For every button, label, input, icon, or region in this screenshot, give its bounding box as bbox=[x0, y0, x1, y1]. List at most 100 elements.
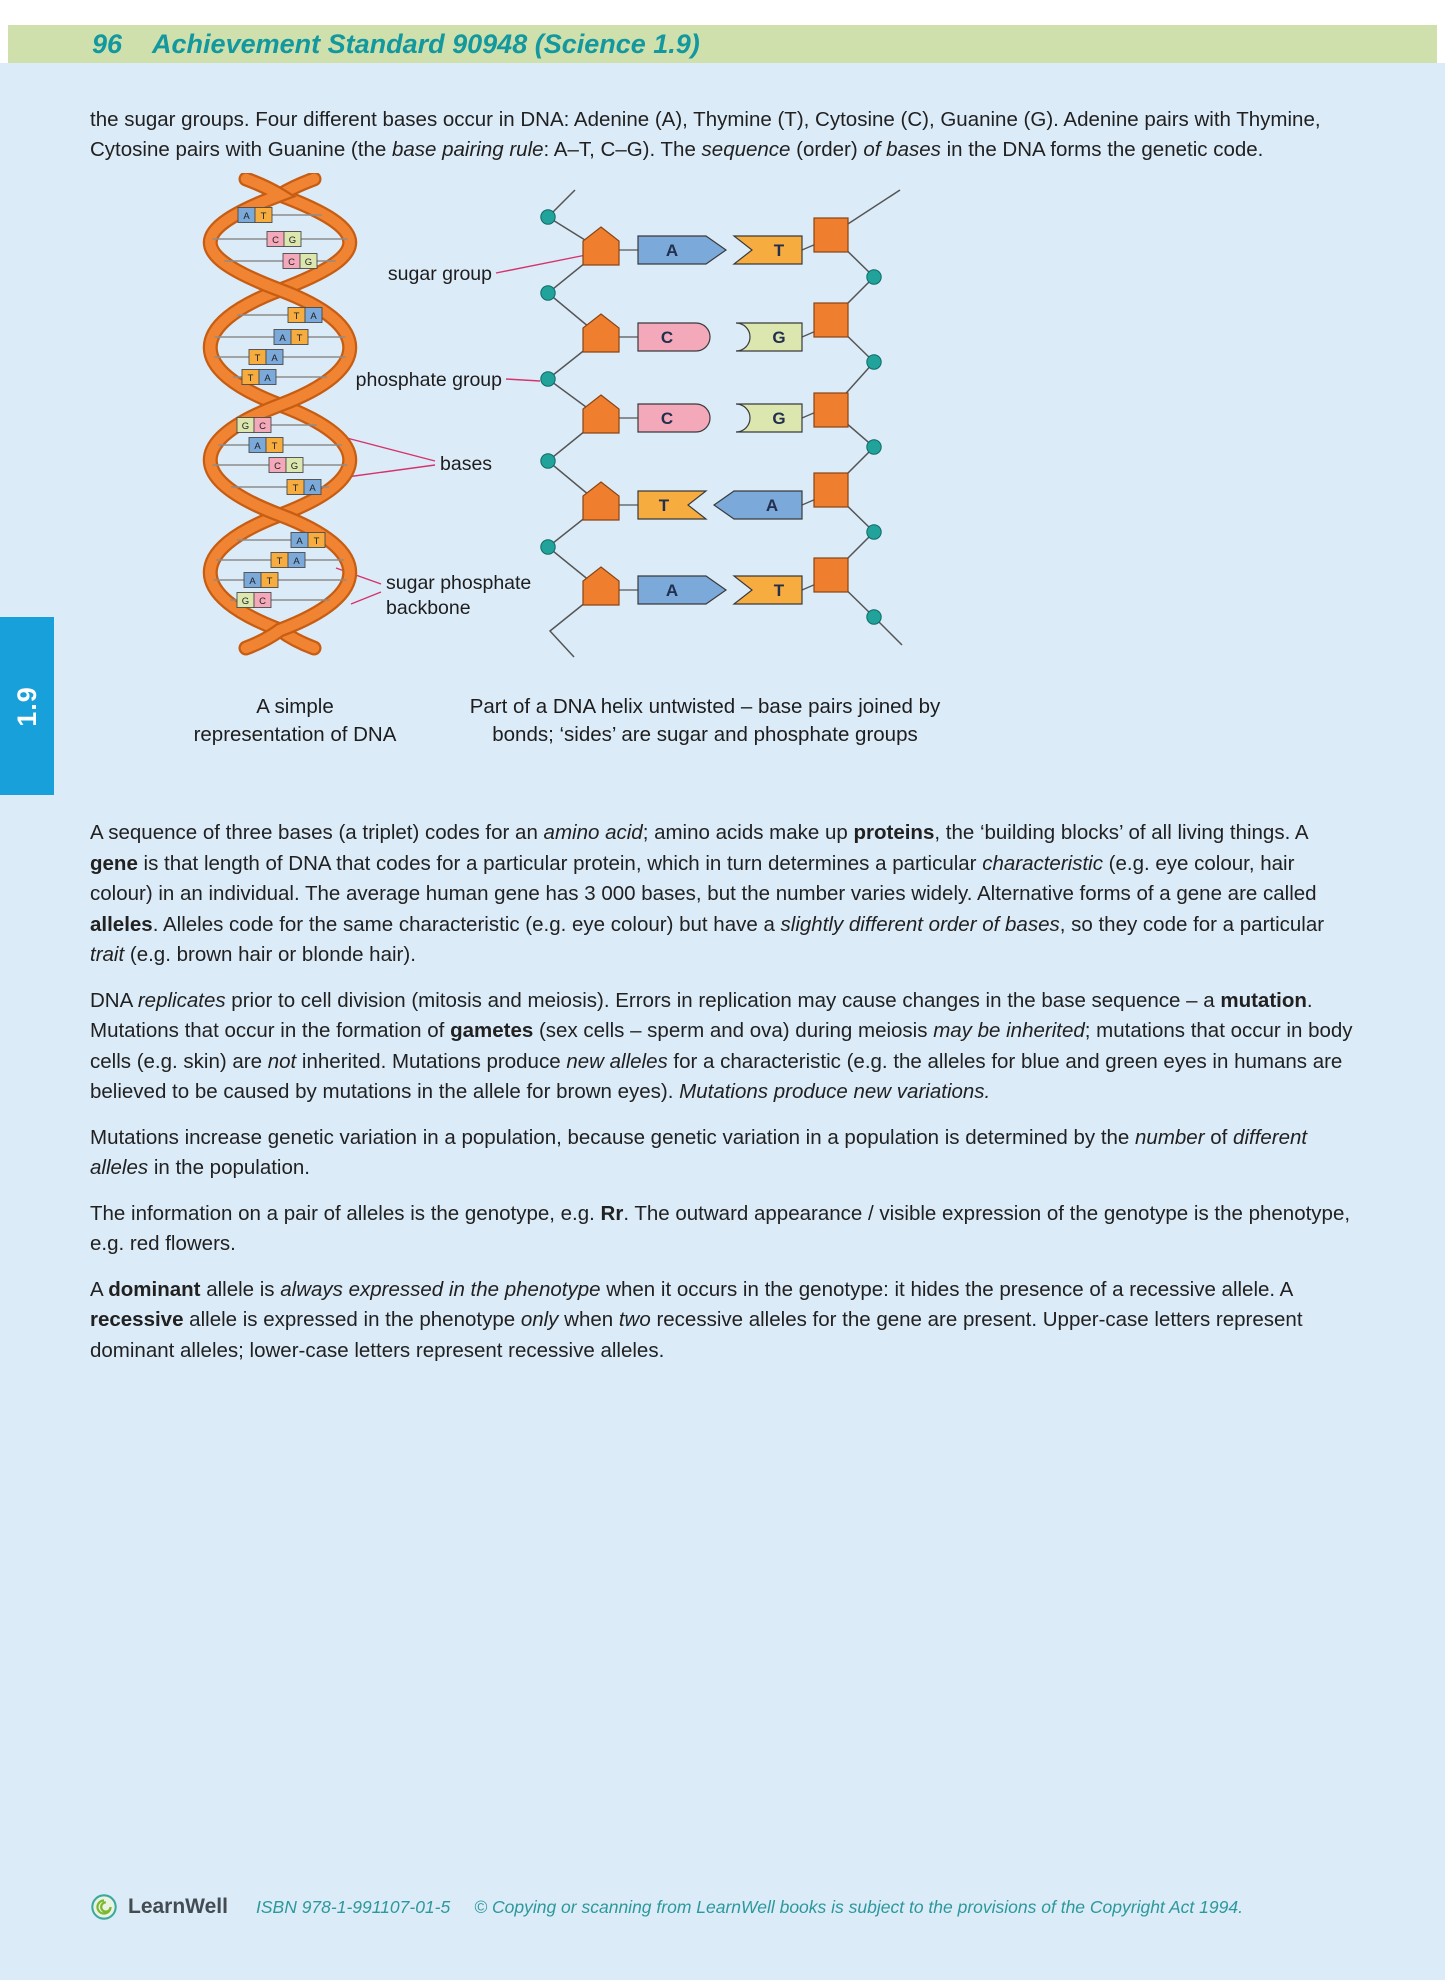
backbone-label-line1: sugar phosphate bbox=[386, 572, 531, 594]
body-paragraph: Mutations increase genetic variation in … bbox=[90, 1125, 1308, 1180]
svg-text:A: A bbox=[243, 211, 250, 222]
caption-right-line2: bonds; ‘sides’ are sugar and phosphate g… bbox=[492, 723, 918, 746]
svg-text:A: A bbox=[271, 353, 278, 364]
sugar-group-shape bbox=[582, 313, 620, 353]
phosphate-group-label: phosphate group bbox=[356, 369, 503, 391]
svg-text:T: T bbox=[248, 373, 254, 384]
body-paragraph: A dominant allele is always expressed in… bbox=[90, 1277, 1303, 1362]
phosphate-circle bbox=[866, 354, 882, 370]
bases-leader-line bbox=[342, 436, 436, 462]
sugar-group-shape bbox=[582, 566, 620, 606]
sugar-group-shape bbox=[813, 217, 849, 253]
phosphate-circle bbox=[540, 209, 556, 225]
intro-paragraph: the sugar groups. Four different bases o… bbox=[90, 107, 1321, 162]
svg-text:T: T bbox=[255, 353, 261, 364]
svg-text:A: A bbox=[279, 333, 286, 344]
sugar-group-shape bbox=[813, 302, 849, 338]
page-header-bar: 96 Achievement Standard 90948 (Science 1… bbox=[8, 25, 1437, 63]
page-footer: LearnWell ISBN 978-1-991107-01-5 © Copyi… bbox=[90, 1893, 1358, 1921]
phosphate-circle bbox=[540, 453, 556, 469]
phosphate-circle bbox=[866, 439, 882, 455]
svg-text:C: C bbox=[274, 461, 281, 472]
svg-text:A: A bbox=[296, 536, 303, 547]
svg-text:T: T bbox=[297, 333, 303, 344]
svg-text:G: G bbox=[305, 257, 312, 268]
svg-text:A: A bbox=[309, 483, 316, 494]
svg-text:T: T bbox=[774, 581, 785, 600]
svg-text:G: G bbox=[772, 409, 785, 428]
svg-text:C: C bbox=[661, 409, 673, 428]
svg-text:T: T bbox=[294, 311, 300, 322]
phosphate-circle bbox=[540, 539, 556, 555]
svg-text:T: T bbox=[774, 241, 785, 260]
diagram-caption-right: Part of a DNA helix untwisted – base pai… bbox=[455, 693, 955, 749]
isbn-text: ISBN 978-1-991107-01-5 bbox=[255, 1896, 451, 1917]
bases-label: bases bbox=[440, 453, 492, 475]
sugar-group-shape bbox=[813, 557, 849, 593]
section-tab-label: 1.9 bbox=[11, 685, 42, 727]
svg-text:C: C bbox=[661, 328, 673, 347]
svg-text:T: T bbox=[293, 483, 299, 494]
section-tab: 1.9 bbox=[0, 617, 54, 795]
svg-text:T: T bbox=[659, 496, 670, 515]
sugar-group-leader-line bbox=[495, 254, 587, 274]
svg-text:T: T bbox=[272, 441, 278, 452]
diagram-caption-left: A simple representation of DNA bbox=[160, 693, 430, 749]
body-text: A sequence of three bases (a triplet) co… bbox=[90, 818, 1358, 1381]
svg-text:T: T bbox=[261, 211, 267, 222]
svg-text:G: G bbox=[242, 596, 249, 607]
svg-text:G: G bbox=[772, 328, 785, 347]
phosphate-circle bbox=[866, 609, 882, 625]
svg-text:A: A bbox=[293, 556, 300, 567]
svg-text:C: C bbox=[259, 596, 266, 607]
bases-leader-line bbox=[346, 464, 436, 478]
sugar-group-shape bbox=[813, 472, 849, 508]
svg-text:T: T bbox=[277, 556, 283, 567]
svg-text:A: A bbox=[666, 581, 678, 600]
dna-diagram-svg: sugar group phosphate group bases sugar … bbox=[202, 171, 903, 658]
phosphate-circle bbox=[540, 371, 556, 387]
sugar-group-shape bbox=[813, 392, 849, 428]
caption-left-line2: representation of DNA bbox=[193, 723, 397, 746]
svg-text:C: C bbox=[272, 235, 279, 246]
body-paragraph: A sequence of three bases (a triplet) co… bbox=[90, 821, 1325, 966]
svg-text:A: A bbox=[254, 441, 261, 452]
svg-text:G: G bbox=[289, 235, 296, 246]
page-number: 96 bbox=[92, 28, 123, 59]
svg-text:T: T bbox=[314, 536, 320, 547]
svg-text:A: A bbox=[310, 311, 317, 322]
svg-text:A: A bbox=[264, 373, 271, 384]
brand-name: LearnWell bbox=[128, 1895, 228, 1918]
svg-text:G: G bbox=[291, 461, 298, 472]
phosphate-circle bbox=[866, 524, 882, 540]
sugar-group-shape bbox=[582, 226, 620, 266]
phosphate-circle bbox=[866, 269, 882, 285]
backbone-label-line2: backbone bbox=[386, 597, 471, 619]
page-title: Achievement Standard 90948 (Science 1.9) bbox=[152, 28, 700, 59]
svg-text:T: T bbox=[267, 576, 273, 587]
svg-text:A: A bbox=[249, 576, 256, 587]
svg-text:G: G bbox=[242, 421, 249, 432]
caption-right-line1: Part of a DNA helix untwisted – base pai… bbox=[469, 695, 941, 718]
svg-text:A: A bbox=[766, 496, 778, 515]
